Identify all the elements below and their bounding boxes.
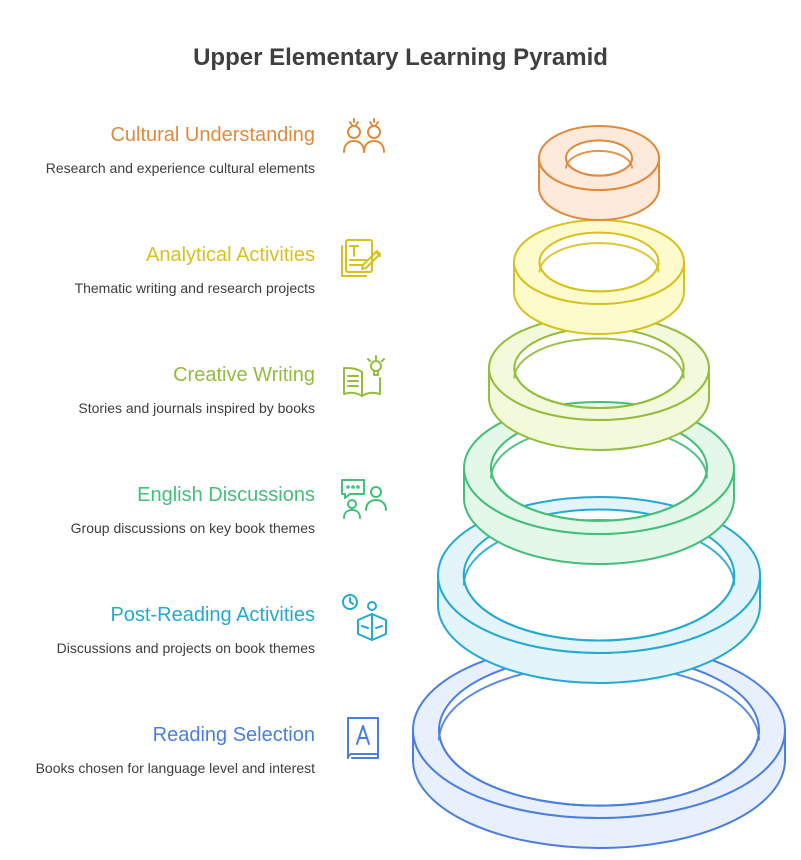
ring-cultural-understanding — [537, 125, 661, 221]
level-title: Reading Selection — [152, 724, 315, 746]
clock-person-book-icon — [336, 590, 392, 646]
level-description: Thematic writing and research projects — [74, 280, 315, 296]
level-cultural-understanding: Cultural Understanding Research and expe… — [0, 118, 801, 224]
people-icon — [336, 110, 392, 166]
level-title: Creative Writing — [173, 364, 315, 386]
writing-pencil-icon — [336, 230, 392, 286]
level-description: Stories and journals inspired by books — [78, 400, 315, 416]
page-title: Upper Elementary Learning Pyramid — [193, 44, 608, 71]
level-title: Post-Reading Activities — [110, 604, 315, 626]
level-title: Cultural Understanding — [110, 124, 315, 146]
level-creative-writing: Creative Writing Stories and journals in… — [0, 355, 801, 464]
level-description: Research and experience cultural element… — [45, 160, 315, 176]
level-description: Group discussions on key book themes — [70, 520, 315, 536]
book-lightbulb-icon — [336, 350, 392, 406]
level-post-reading-activities: Post-Reading Activities Discussions and … — [0, 594, 801, 704]
ring-creative-writing — [487, 315, 711, 451]
level-analytical-activities: Analytical Activities Thematic writing a… — [0, 239, 801, 344]
ring-analytical-activities — [512, 219, 686, 335]
level-english-discussions: English Discussions Group discussions on… — [0, 479, 801, 584]
level-title: Analytical Activities — [146, 244, 315, 266]
level-reading-selection: Reading Selection Books chosen for langu… — [0, 717, 801, 824]
level-title: English Discussions — [137, 484, 315, 506]
level-description: Discussions and projects on book themes — [56, 640, 315, 656]
level-description: Books chosen for language level and inte… — [35, 760, 315, 776]
book-a-icon — [336, 710, 392, 766]
discussion-icon — [336, 470, 392, 526]
